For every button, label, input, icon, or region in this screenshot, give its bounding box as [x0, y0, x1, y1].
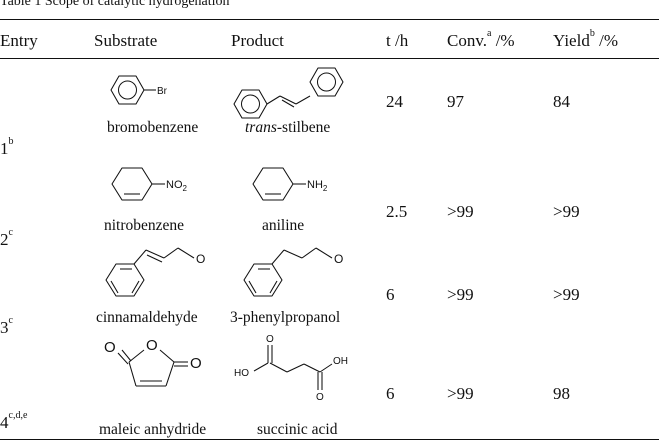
row1-entry: 1b — [0, 136, 14, 158]
row4-product-name: succinic acid — [257, 421, 338, 438]
svg-text:O: O — [190, 355, 202, 372]
svg-text:NO2: NO2 — [166, 179, 188, 193]
bromobenzene-structure: Br — [110, 75, 168, 105]
header-rule — [0, 58, 659, 60]
header-yield: Yieldb /% — [553, 28, 618, 50]
svg-text:O: O — [196, 252, 205, 266]
row1-time: 24 — [386, 92, 403, 111]
svg-text:O: O — [146, 337, 158, 354]
row2-time: 2.5 — [386, 202, 408, 221]
nitrobenzene-structure: NO2 — [111, 167, 188, 201]
row2-product-name: aniline — [262, 217, 305, 234]
aniline-structure: NH2 — [252, 167, 328, 201]
row4-substrate-name: maleic anhydride — [99, 421, 207, 438]
row2-substrate-name: nitrobenzene — [104, 217, 185, 234]
row4-time: 6 — [386, 384, 395, 403]
svg-text:O: O — [334, 252, 343, 266]
row3-yield: >99 — [553, 285, 580, 304]
svg-text:O: O — [104, 339, 116, 356]
row3-product-name: 3-phenylpropanol — [230, 309, 341, 326]
row4-entry: 4c,d,e — [0, 410, 28, 432]
row3-time: 6 — [386, 285, 395, 304]
row2-yield: >99 — [553, 202, 580, 221]
row4-yield: 98 — [553, 384, 570, 403]
header-entry: Entry — [0, 31, 38, 50]
svg-text:HO: HO — [234, 368, 249, 379]
row3-conversion: >99 — [447, 285, 474, 304]
row3-entry: 3c — [0, 315, 13, 337]
row1-conversion: 97 — [447, 92, 464, 111]
svg-text:Br: Br — [157, 86, 168, 97]
cinnamaldehyde-structure: O — [105, 247, 205, 297]
svg-text:NH2: NH2 — [307, 179, 328, 193]
table-caption: Table 1 Scope of catalytic hydrogenation — [0, 0, 230, 8]
trans-stilbene-structure — [233, 67, 344, 119]
top-rule — [0, 19, 659, 21]
row1-substrate-name: bromobenzene — [107, 119, 199, 136]
row2-entry: 2c — [0, 227, 13, 249]
3-phenylpropanol-structure: O — [243, 247, 343, 297]
header-time: t /h — [386, 31, 409, 50]
header-product: Product — [231, 31, 284, 50]
svg-text:O: O — [316, 392, 324, 403]
header-substrate: Substrate — [94, 31, 158, 50]
svg-text:O: O — [266, 334, 274, 345]
succinic-acid-structure: HO O OH O — [234, 334, 348, 403]
row2-conversion: >99 — [447, 202, 474, 221]
maleic-anhydride-structure: O O O — [104, 337, 202, 387]
row1-yield: 84 — [553, 92, 570, 111]
row3-substrate-name: cinnamaldehyde — [96, 309, 198, 326]
row1-product-name: trans-stilbene — [245, 119, 331, 136]
svg-text:OH: OH — [333, 356, 348, 367]
row4-conversion: >99 — [447, 384, 474, 403]
header-conversion: Conv.a /% — [447, 28, 515, 50]
